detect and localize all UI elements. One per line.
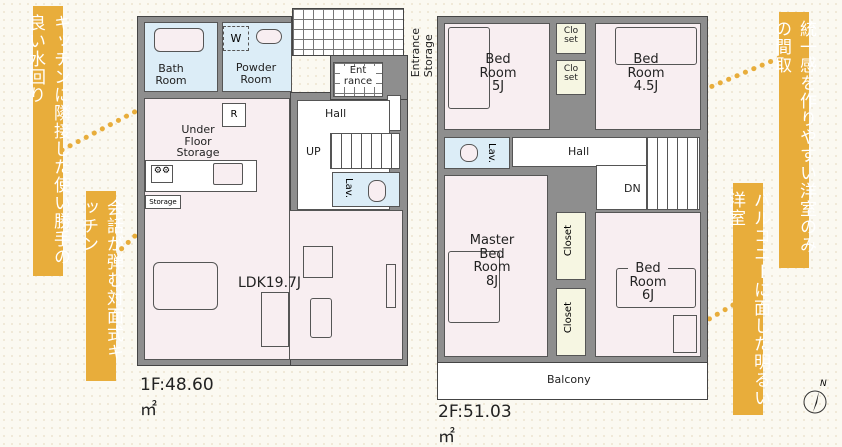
callout-face-kitchen: 会話が弾む対面式キッチン bbox=[78, 191, 123, 381]
callout-western-rooms: 統一感を作りやすい洋室のみの間取 bbox=[771, 12, 816, 268]
compass: N bbox=[800, 379, 832, 415]
kitchen-sink bbox=[213, 163, 243, 185]
callout-text: 統一感を作りやすい洋室のみの間取 bbox=[771, 20, 816, 254]
leader-line-3 bbox=[705, 55, 782, 91]
toilet-1f bbox=[368, 180, 386, 202]
dining-table bbox=[153, 262, 218, 310]
entrance-label: Ent rance bbox=[340, 65, 376, 87]
coffee-table bbox=[310, 298, 332, 338]
ldk-label: LDK19.7J bbox=[238, 275, 302, 291]
bathtub bbox=[154, 28, 204, 52]
sofa bbox=[261, 292, 289, 347]
washbasin bbox=[256, 29, 282, 44]
callout-text: 会話が弾む対面式キッチン bbox=[78, 199, 123, 361]
washer-space: W bbox=[223, 26, 249, 51]
balcony bbox=[437, 362, 708, 400]
balcony-label: Balcony bbox=[547, 373, 591, 386]
closet-b bbox=[556, 60, 586, 95]
compass-north-label: N bbox=[820, 379, 827, 389]
bed-45j bbox=[615, 27, 697, 65]
stairs-down-label: DN bbox=[624, 182, 641, 195]
callout-text: バルコニーに面した明るい洋室 bbox=[725, 191, 770, 407]
closet-b-label: Clo set bbox=[563, 64, 579, 84]
powder-room-label: Powder Room bbox=[235, 61, 277, 86]
leader-line-1 bbox=[59, 105, 145, 153]
bath-room-label: Bath Room bbox=[155, 62, 187, 87]
floor-2f-area: 2F:51.03㎡ bbox=[438, 402, 512, 447]
armchair bbox=[303, 246, 333, 278]
compass-icon bbox=[803, 390, 827, 414]
stairs-up-label: UP bbox=[306, 145, 321, 158]
lavatory-1f-label: Lav. bbox=[343, 178, 354, 199]
bed-5j bbox=[448, 27, 490, 109]
closet-c-label: Closet bbox=[563, 225, 574, 257]
toilet-2f bbox=[460, 144, 478, 162]
entrance-storage-label: Entrance Storage bbox=[409, 28, 435, 78]
lavatory-2f-label: Lav. bbox=[486, 143, 497, 164]
floor-1f-area: 1F:48.60㎡ bbox=[140, 375, 214, 420]
closet-d bbox=[556, 288, 586, 356]
bedroom-5j-label: Bed Room 5J bbox=[479, 52, 517, 95]
hall-2f-label: Hall bbox=[568, 145, 590, 158]
bedroom-6j-label: Bed Room 6J bbox=[628, 261, 668, 304]
entrance-porch-tiles bbox=[292, 8, 404, 56]
underfloor-storage-label: Under Floor Storage bbox=[176, 123, 220, 160]
callout-balcony-room: バルコニーに面した明るい洋室 bbox=[725, 183, 770, 415]
hall-1f-label: Hall bbox=[325, 107, 347, 120]
stairs-2f[interactable] bbox=[646, 137, 700, 210]
closet-a bbox=[556, 23, 586, 54]
ldk-living bbox=[290, 210, 403, 360]
desk-6j bbox=[673, 315, 697, 353]
storage-label: Storage bbox=[145, 195, 181, 209]
master-bedroom-label: Master Bed Room 8J bbox=[469, 233, 515, 289]
underfloor-hatch: R bbox=[222, 103, 246, 127]
lavatory-1f bbox=[332, 172, 400, 207]
callout-kitchen-water: キッチンに隣接した使い勝手の良い水回り bbox=[25, 6, 70, 276]
closet-a-label: Clo set bbox=[563, 26, 579, 46]
stove-icon: ⚙⚙ bbox=[151, 165, 173, 183]
callout-text: キッチンに隣接した使い勝手の良い水回り bbox=[25, 14, 70, 266]
tv-board bbox=[386, 264, 396, 308]
stairs-1f[interactable] bbox=[330, 133, 400, 169]
closet-c bbox=[556, 212, 586, 280]
bedroom-45j-label: Bed Room 4.5J bbox=[627, 52, 665, 95]
bed-master bbox=[448, 251, 500, 323]
closet-d-label: Closet bbox=[563, 302, 574, 334]
